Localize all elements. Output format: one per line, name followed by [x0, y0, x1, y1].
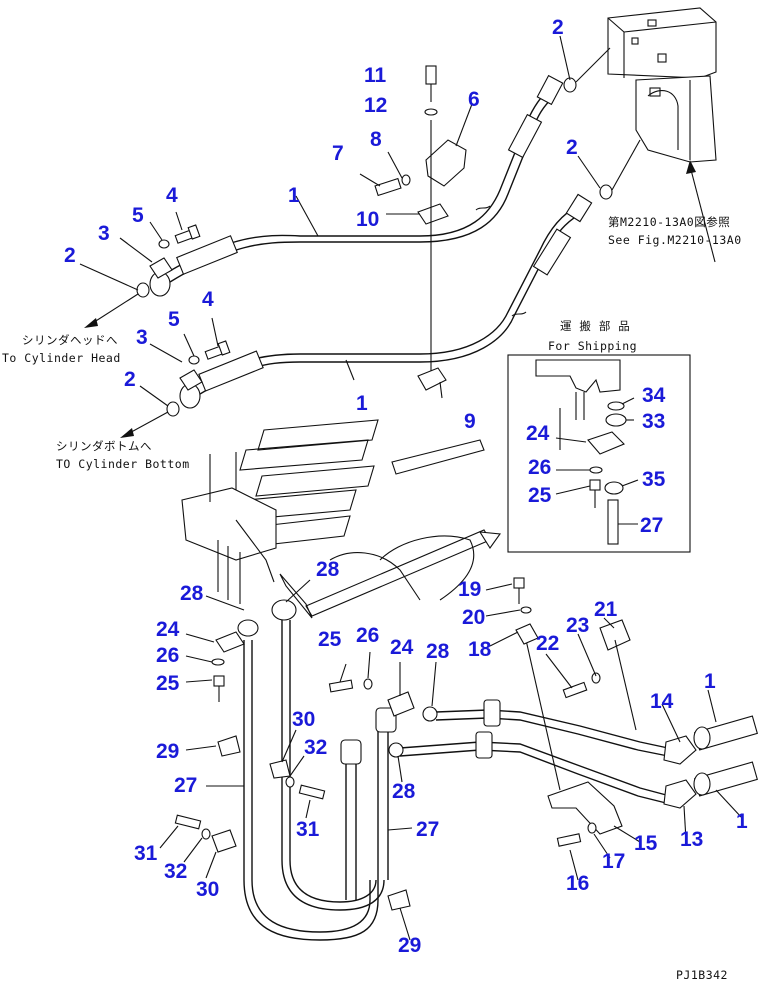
callout-26-shipping: 26 [528, 456, 551, 479]
tube-14 [422, 699, 697, 765]
for-shipping-en: For Shipping [548, 339, 637, 353]
clamp-assembly-upper [374, 65, 467, 391]
callout-2-valve-top: 2 [552, 16, 564, 39]
callout-34: 34 [642, 384, 666, 407]
callout-29-left: 29 [156, 740, 179, 763]
callout-27-right: 27 [416, 818, 439, 841]
callout-9: 9 [464, 410, 476, 433]
callout-4-bottom: 4 [202, 288, 214, 311]
callout-26-left: 26 [156, 644, 179, 667]
callout-24-mid: 24 [390, 636, 414, 659]
callout-32-mid: 32 [304, 736, 327, 759]
clamp-bracket-15 [513, 577, 637, 835]
callout-15: 15 [634, 832, 658, 855]
hose-assembly-bottom [179, 193, 593, 409]
callout-3-bottom: 3 [136, 326, 148, 349]
callout-1-right-lower: 1 [736, 810, 748, 833]
callout-24-shipping: 24 [526, 422, 550, 445]
callout-28-top: 28 [316, 558, 340, 581]
callout-5-head: 5 [132, 204, 144, 227]
to-cylinder-bottom-en: TO Cylinder Bottom [56, 457, 190, 471]
callout-31-left: 31 [134, 842, 158, 865]
callout-25-left: 25 [156, 672, 180, 695]
split-flange-head [149, 257, 173, 279]
callout-28-left: 28 [180, 582, 204, 605]
see-fig-leader [689, 165, 716, 263]
o-ring-valve-2 [599, 184, 613, 200]
washer-bottom [188, 355, 200, 365]
callout-26-mid: 26 [356, 624, 379, 647]
callout-16: 16 [566, 872, 589, 895]
callout-2-head: 2 [64, 244, 76, 267]
callout-21: 21 [594, 598, 618, 621]
callout-17: 17 [602, 850, 625, 873]
callout-7: 7 [332, 142, 344, 165]
callout-25-shipping: 25 [528, 484, 552, 507]
callout-11: 11 [364, 64, 387, 87]
callout-18: 18 [468, 638, 492, 661]
leaders-lower [159, 579, 743, 941]
cylinder-mount-block [181, 452, 277, 604]
frame-outline [239, 419, 501, 619]
callout-1-upper: 1 [288, 184, 300, 207]
callout-5-bottom: 5 [168, 308, 180, 331]
callout-33: 33 [642, 410, 665, 433]
hoses-right-1 [693, 715, 758, 797]
o-ring-head [136, 282, 150, 298]
callout-28-low: 28 [392, 780, 416, 803]
for-shipping-jp: 運 搬 部 品 [560, 319, 630, 333]
callout-13: 13 [680, 828, 703, 851]
split-flange-bottom [179, 369, 203, 391]
hose-assembly-head [149, 74, 564, 297]
callout-6: 6 [468, 88, 480, 111]
leaders-upper [79, 35, 641, 438]
to-cylinder-bottom-jp: シリンダボトムへ [56, 439, 152, 453]
callout-32-left: 32 [164, 860, 187, 883]
callout-10: 10 [356, 208, 379, 231]
washer-head [158, 239, 170, 249]
bolt-bottom-side [204, 340, 231, 360]
bolt-head-side [174, 224, 201, 244]
see-fig-note-en: See Fig.M2210-13A0 [608, 233, 742, 247]
callout-4-head: 4 [166, 184, 178, 207]
callout-14: 14 [650, 690, 674, 713]
callout-22: 22 [536, 632, 559, 655]
callout-2-valve-mid: 2 [566, 136, 578, 159]
callout-labels: 1 1 1 1 2 2 2 2 3 3 4 4 5 5 6 7 8 9 10 1… [64, 16, 748, 957]
callout-19: 19 [458, 578, 481, 601]
see-fig-note-jp: 第M2210-13A0図参照 [608, 215, 730, 229]
to-cylinder-head-en: To Cylinder Head [2, 351, 121, 365]
callout-27-left: 27 [174, 774, 197, 797]
callout-25-mid: 25 [318, 628, 342, 651]
callout-3-head: 3 [98, 222, 110, 245]
callout-12: 12 [364, 94, 387, 117]
callout-27-shipping: 27 [640, 514, 663, 537]
callout-2-bottom: 2 [124, 368, 136, 391]
callout-24-left: 24 [156, 618, 180, 641]
clamps-lower-left [174, 631, 415, 911]
to-cylinder-head-jp: シリンダヘッドへ [22, 333, 118, 347]
drawing-code: PJ1B342 [676, 968, 728, 982]
callout-1-lower: 1 [356, 392, 368, 415]
o-ring-bottom [166, 401, 180, 417]
hose-27-loop [237, 599, 397, 941]
control-valve-block [607, 7, 717, 163]
o-ring-valve-1 [563, 77, 577, 93]
reference-notes: 第M2210-13A0図参照 See Fig.M2210-13A0 シリンダヘッ… [2, 215, 742, 982]
callout-30-mid: 30 [292, 708, 315, 731]
callout-30-left: 30 [196, 878, 219, 901]
callout-35: 35 [642, 468, 666, 491]
callout-8: 8 [370, 128, 382, 151]
callout-20: 20 [462, 606, 485, 629]
callout-23: 23 [566, 614, 589, 637]
callout-28-right: 28 [426, 640, 450, 663]
callout-1-right-upper: 1 [704, 670, 716, 693]
callout-31-mid: 31 [296, 818, 320, 841]
tube-13 [388, 731, 697, 809]
shipping-parts-box [507, 354, 691, 553]
callout-29-bottom: 29 [398, 934, 421, 957]
bolts-lower-right [556, 672, 601, 847]
